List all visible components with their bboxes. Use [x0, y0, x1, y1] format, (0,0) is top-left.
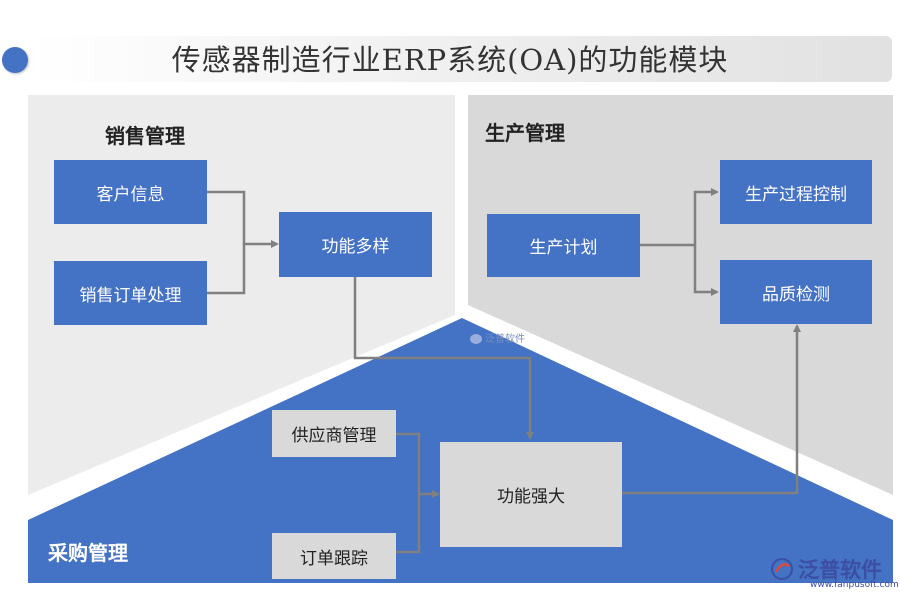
order-tracking-box: 订单跟踪 — [272, 533, 396, 579]
production-plan-box: 生产计划 — [487, 214, 640, 277]
sales-section-title: 销售管理 — [105, 124, 185, 148]
arrow-strong-to-quality — [622, 324, 801, 495]
purchasing-section-title: 采购管理 — [48, 541, 128, 565]
arrow-supplier-to-strong — [396, 432, 440, 498]
process-control-box: 生产过程控制 — [720, 160, 872, 224]
powerful-function-box: 功能强大 — [440, 442, 622, 547]
supplier-management-box: 供应商管理 — [272, 410, 396, 457]
production-section-title: 生产管理 — [485, 121, 565, 145]
brand-url: www.fanpusoft.com — [810, 580, 899, 590]
watermark: 泛普软件 — [470, 330, 525, 345]
brand-name: 泛普软件 — [798, 558, 882, 582]
arrow-customer-to-function — [207, 190, 279, 248]
page-title: 传感器制造行业ERP系统(OA)的功能模块 — [171, 43, 729, 77]
title-bullet-icon — [2, 47, 28, 73]
arrow-tracking-to-strong — [396, 494, 421, 554]
brand-logo-icon — [771, 558, 793, 580]
arrow-plan-to-quality — [693, 245, 719, 296]
customer-info-box: 客户信息 — [54, 160, 207, 224]
brand-logo: 泛普软件 — [770, 556, 882, 582]
sales-order-box: 销售订单处理 — [54, 261, 207, 325]
arrow-plan-to-process — [640, 188, 719, 247]
watermark-text: 泛普软件 — [485, 334, 525, 345]
quality-inspection-box: 品质检测 — [720, 260, 872, 324]
arrow-sales-to-purchasing — [353, 277, 534, 440]
arrow-order-to-function — [207, 244, 246, 295]
title-bar — [30, 36, 892, 82]
watermark-logo-icon — [470, 334, 482, 344]
versatile-function-box: 功能多样 — [279, 212, 432, 277]
